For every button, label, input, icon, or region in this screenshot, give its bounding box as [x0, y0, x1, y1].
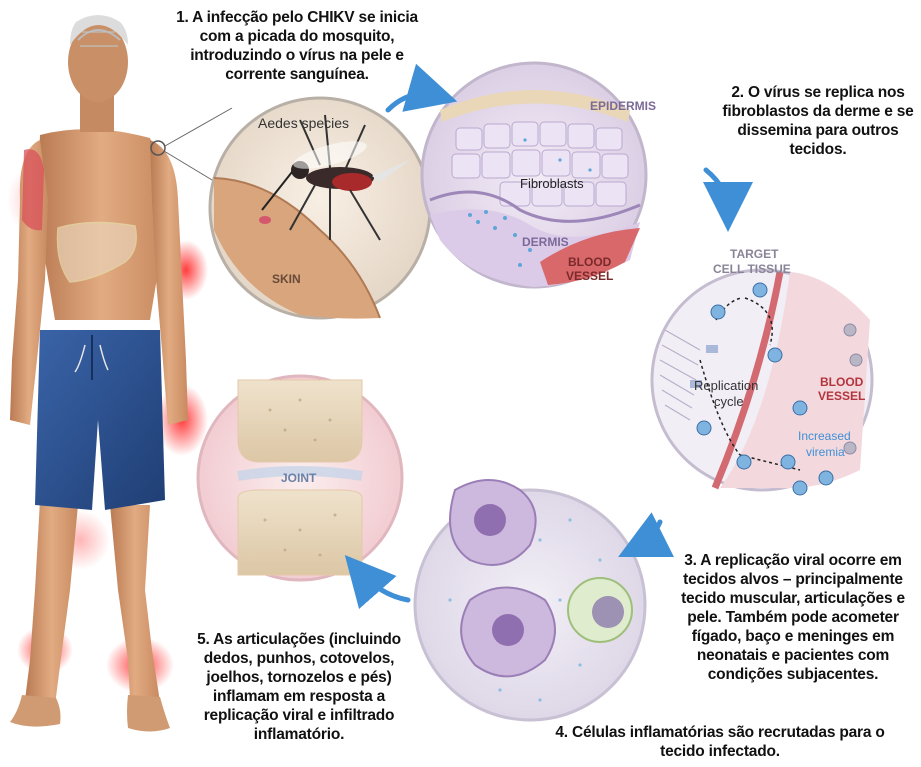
blood-vessel-label-2a: BLOOD: [820, 375, 864, 389]
dermis-label: DERMIS: [522, 235, 569, 249]
replication-label-b: cycle: [714, 394, 744, 409]
blood-vessel-label-2b: VESSEL: [818, 389, 865, 403]
shorts: [35, 330, 165, 510]
arrow-4-to-5: [358, 570, 408, 600]
step-2-text: 2. O vírus se replica nos fibroblastos d…: [718, 83, 918, 159]
fibroblasts-label: Fibroblasts: [520, 176, 584, 191]
target-tissue-panel: TARGET CELL TISSUE Replication cycle BLO…: [652, 247, 872, 495]
step-4-text: 4. Células inflamatórias são recrutadas …: [555, 723, 885, 761]
blood-vessel-label-1b: VESSEL: [566, 269, 613, 283]
target-label-b: CELL TISSUE: [713, 262, 791, 276]
arrow-3-to-4: [636, 522, 660, 548]
step-5-text: 5. As articulações (incluindo dedos, pun…: [188, 630, 410, 744]
joint-label: JOINT: [281, 471, 317, 485]
arrow-2-to-3: [706, 170, 728, 212]
epidermis-label: EPIDERMIS: [590, 99, 656, 113]
step-3-text: 3. A replicação viral ocorre em tecidos …: [666, 551, 920, 684]
mosquito-bite-panel: Aedes species SKIN: [210, 98, 430, 319]
viremia-label-a: Increased: [798, 429, 851, 443]
dermis-panel: EPIDERMIS Fibroblasts DERMIS BLOOD VESSE…: [422, 63, 656, 287]
inflammatory-cells-panel: [415, 480, 645, 720]
human-figure: [7, 15, 232, 732]
joint-panel: JOINT: [198, 376, 402, 580]
step-1-text: 1. A infecção pelo CHIKV se inicia com a…: [166, 8, 428, 84]
aedes-label: Aedes species: [258, 115, 349, 131]
replication-label-a: Replication: [694, 378, 758, 393]
blood-vessel-label-1a: BLOOD: [568, 255, 612, 269]
target-label-a: TARGET: [730, 247, 779, 261]
viremia-label-b: viremia: [806, 445, 845, 459]
arrow-1-to-2: [388, 94, 438, 110]
skin-label: SKIN: [272, 272, 301, 286]
